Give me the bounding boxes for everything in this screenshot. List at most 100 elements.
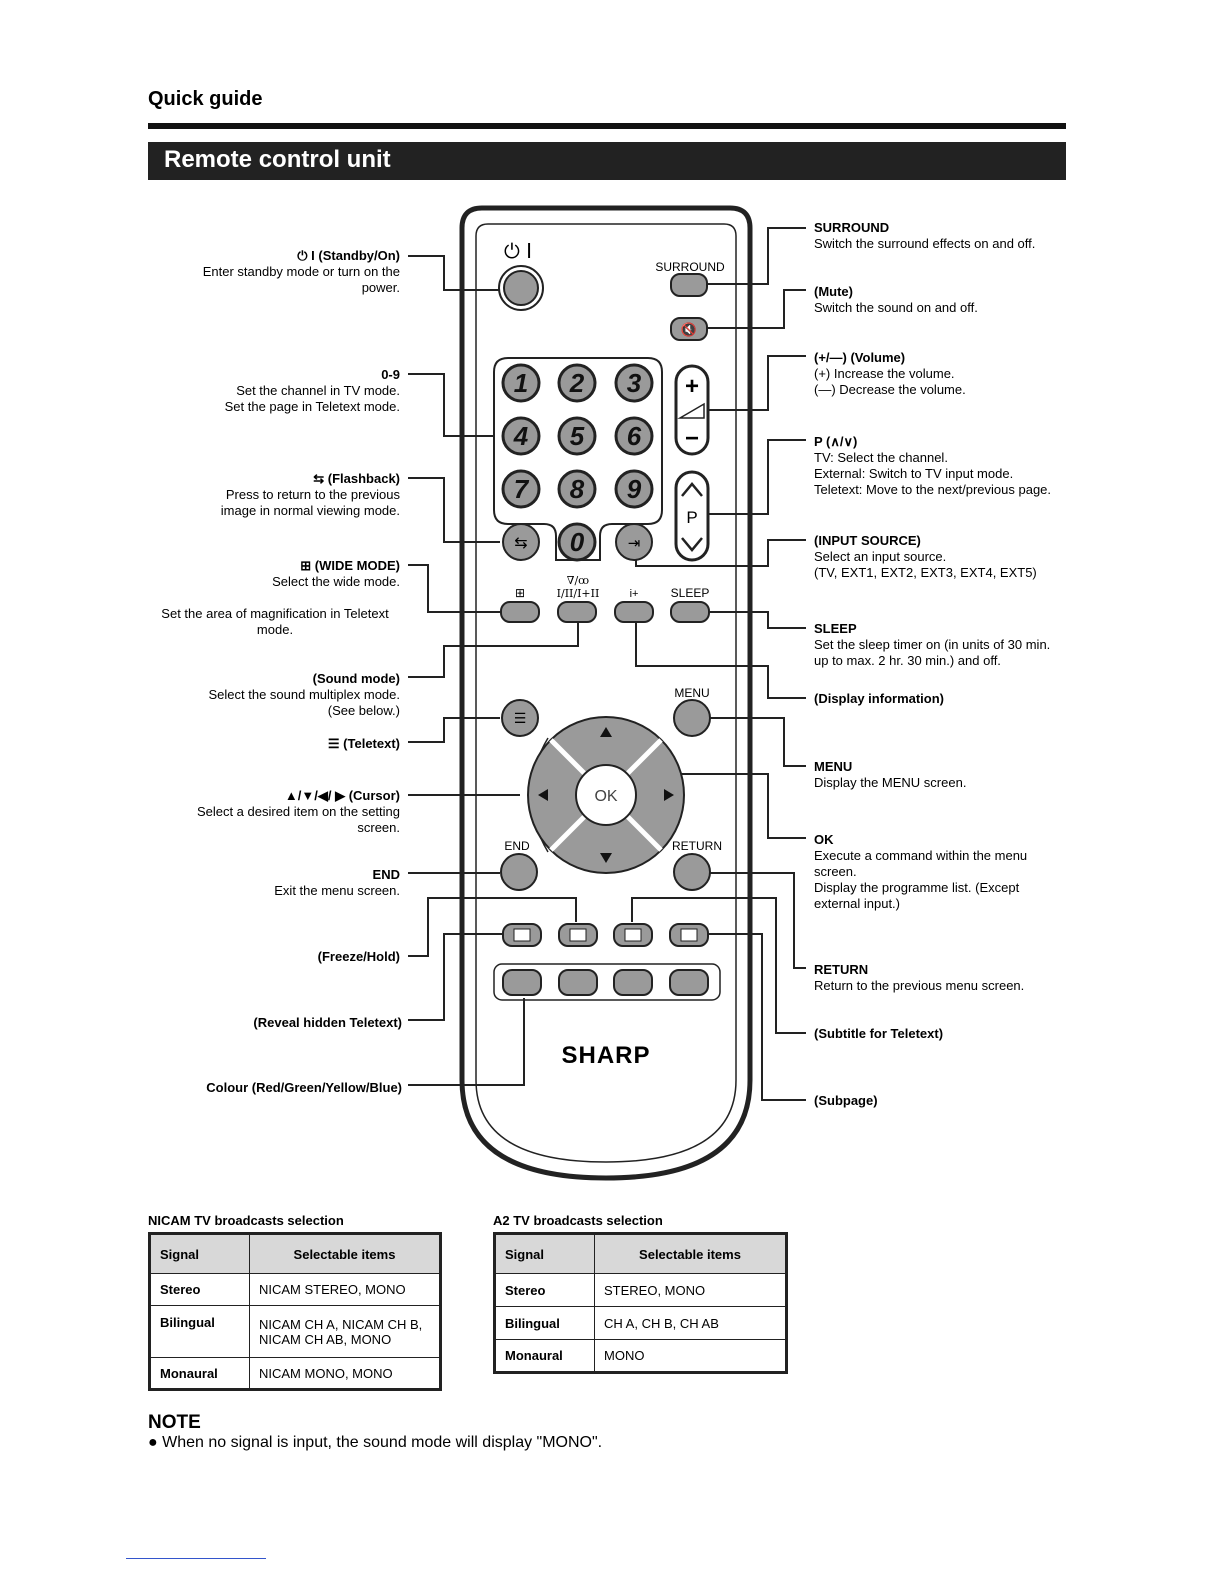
digit-7-label: 7	[514, 474, 530, 504]
menu-button[interactable]	[673, 699, 711, 737]
label-standby: ⏻ I (Standby/On) Enter standby mode or t…	[202, 248, 400, 295]
digit-0-label: 0	[570, 527, 585, 557]
label-volume: (+/—) (Volume) (+) Increase the volume.(…	[814, 350, 966, 397]
digit-1-label: 1	[514, 368, 528, 398]
label-wide-mode: ⊞ (WIDE MODE) Select the wide mode.	[272, 558, 400, 589]
volume-button[interactable]	[674, 364, 710, 456]
label-display-info: (Display information)	[814, 691, 945, 706]
blue-button[interactable]	[669, 969, 709, 996]
label-reveal: (Reveal hidden Teletext)	[253, 1015, 402, 1030]
menu-text: MENU	[674, 686, 709, 700]
table-header: Selectable items	[594, 1233, 787, 1274]
table-cell: MONO	[594, 1339, 787, 1373]
table-cell: Bilingual	[494, 1306, 595, 1340]
volume-icon	[677, 402, 705, 419]
sound-text-bottom: I/II/I+II	[557, 587, 600, 600]
label-colour: Colour (Red/Green/Yellow/Blue)	[206, 1080, 402, 1095]
sound-text-top: ∇/ꝏ	[567, 574, 589, 587]
digit-3-label: 3	[627, 368, 642, 398]
sleep-text: SLEEP	[671, 586, 710, 600]
digit-3-button[interactable]	[614, 363, 654, 403]
input-source-button[interactable]	[615, 523, 653, 561]
table-cell: NICAM MONO, MONO	[249, 1357, 441, 1390]
cursor-left-icon[interactable]	[538, 789, 548, 801]
digit-8-button[interactable]	[557, 469, 597, 509]
return-button[interactable]	[673, 853, 711, 891]
digit-9-button[interactable]	[614, 469, 654, 509]
sound-mode-button[interactable]	[557, 601, 597, 623]
red-button[interactable]	[502, 969, 542, 996]
label-teletext: ☰ (Teletext)	[327, 736, 400, 751]
digit-2-label: 2	[569, 368, 585, 398]
label-wide-mode-teletext: Set the area of magnification in Teletex…	[161, 606, 389, 637]
table-cell: NICAM STEREO, MONO	[249, 1273, 441, 1306]
green-button[interactable]	[558, 969, 598, 996]
table-header: Signal	[149, 1233, 250, 1274]
cursor-down-icon[interactable]	[600, 853, 612, 863]
yellow-button[interactable]	[613, 969, 653, 996]
cursor-right-icon[interactable]	[664, 789, 674, 801]
label-sleep: SLEEP Set the sleep timer on (in units o…	[814, 621, 1051, 668]
label-sound-mode: (Sound mode) Select the sound multiplex …	[208, 671, 401, 718]
flashback-button[interactable]	[502, 523, 540, 561]
label-menu: MENU Display the MENU screen.	[814, 759, 967, 790]
display-info-button[interactable]	[614, 601, 654, 623]
section-title: Quick guide	[148, 88, 263, 110]
standby-symbol: ⏻ I	[504, 239, 532, 263]
table-cell: CH A, CH B, CH AB	[594, 1306, 787, 1340]
end-button[interactable]	[500, 853, 538, 891]
label-digits: 0-9 Set the channel in TV mode.Set the p…	[224, 367, 400, 414]
ok-button[interactable]	[575, 764, 637, 826]
channel-down-icon	[681, 537, 703, 552]
wide-text: ⊞	[515, 586, 525, 600]
digit-7-button[interactable]	[501, 469, 541, 509]
label-subpage: (Subpage)	[814, 1093, 878, 1108]
ok-text: OK	[594, 788, 617, 805]
digit-5-label: 5	[570, 421, 585, 451]
remote-body	[459, 205, 753, 1181]
sleep-button[interactable]	[670, 601, 710, 623]
digit-2-button[interactable]	[557, 363, 597, 403]
table-cell: Stereo	[149, 1273, 250, 1306]
cursor-up-icon[interactable]	[600, 727, 612, 737]
mute-icon: 🔇	[681, 322, 697, 338]
flashback-icon: ⇆	[514, 533, 527, 552]
subtitle-icon	[624, 928, 642, 942]
standby-button[interactable]	[503, 270, 539, 306]
volume-minus-icon: −	[685, 425, 699, 452]
teletext-button[interactable]	[501, 699, 539, 737]
table-cell: STEREO, MONO	[594, 1273, 787, 1307]
teletext-icon: ☰	[514, 711, 527, 727]
label-freeze: (Freeze/Hold)	[317, 949, 400, 964]
banner: Remote control unit	[148, 142, 1066, 180]
digit-5-button[interactable]	[557, 416, 597, 456]
table-cell: Monaural	[494, 1339, 595, 1373]
wide-mode-button[interactable]	[500, 601, 540, 623]
note-heading: NOTE	[148, 1412, 201, 1433]
digit-8-label: 8	[570, 474, 585, 504]
label-mute: (Mute) Switch the sound on and off.	[814, 284, 978, 315]
digit-4-button[interactable]	[501, 416, 541, 456]
digit-6-button[interactable]	[614, 416, 654, 456]
table-header: Signal	[494, 1233, 595, 1274]
label-return: RETURN Return to the previous menu scree…	[814, 962, 1025, 993]
reveal-icon	[513, 928, 531, 942]
mute-button[interactable]	[670, 317, 708, 341]
banner-title: Remote control unit	[164, 146, 391, 173]
digit-4-label: 4	[513, 421, 529, 451]
channel-up-icon	[681, 482, 703, 497]
surround-text: SURROUND	[655, 260, 725, 274]
footer-line	[126, 1558, 266, 1559]
label-subtitle: (Subtitle for Teletext)	[814, 1026, 944, 1041]
freeze-icon	[569, 928, 587, 942]
digit-0-button[interactable]	[557, 522, 597, 562]
digit-1-button[interactable]	[501, 363, 541, 403]
end-text: END	[504, 839, 530, 853]
nicam-table-title: NICAM TV broadcasts selection	[148, 1213, 344, 1228]
surround-button[interactable]	[670, 273, 708, 297]
